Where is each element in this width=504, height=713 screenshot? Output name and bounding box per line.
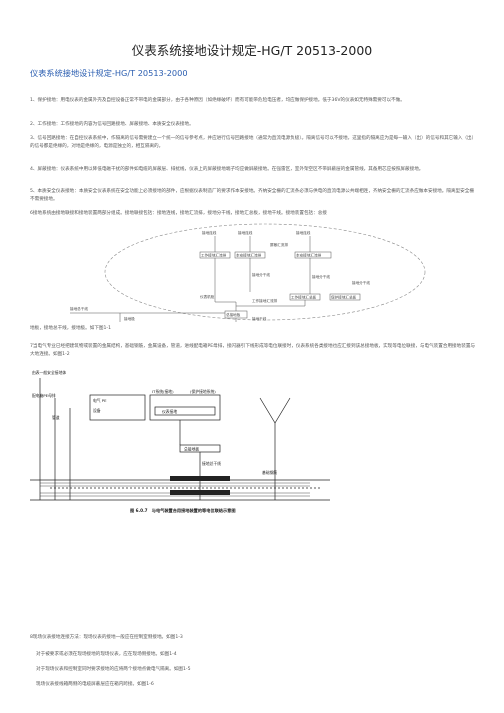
fig2-label-pe: 配电箱PE母排 xyxy=(32,393,56,398)
grounding-system-diagram: 接地连线 接地连线 接地连线 屏蔽汇流排 工作接地汇流排 本安接地汇流排 本安接… xyxy=(70,223,426,322)
fig2-label-pipe: 管道 xyxy=(52,415,60,420)
fig1-label-main-plate: 总接地板 xyxy=(226,312,241,317)
fig2-label-it: IT系统(接地) xyxy=(152,389,174,394)
fig2-label-main: 总接地板 xyxy=(184,447,199,452)
fig1-label-shield-bar: 屏蔽汇流排 xyxy=(270,242,288,247)
fig1-label-branch3: 接地分干线 xyxy=(352,280,370,285)
list-item-4: 现场仪表接线箱两侧的电缆屏蔽层应在箱内跨接。如图1-6 xyxy=(36,682,154,687)
list-item-1: 8现场仪表接地连接方法：现场仪表的接地一般应在控制室侧接地。如图1-3 xyxy=(30,635,183,640)
fig1-label-work-bar2: 工作接地汇流排 xyxy=(252,298,278,303)
paragraph-5: 5、本质安全仪表接地：本质安全仪表系统在安全功能上必须接地的部件，应根据仪表制造… xyxy=(30,189,474,203)
fig2-label-eq: 设备 xyxy=(93,408,101,413)
paragraph-6: 6接地系统由接地联接和接地装置两部分组成。接地联接包括：接地连线，接地汇流排，接… xyxy=(30,211,327,216)
fig1-label-work-bar: 工作接地汇流排 xyxy=(201,253,227,258)
paragraph-6-cont: 地板，接地总干线，接地极。如下图1-1 xyxy=(30,326,112,331)
fig1-label-branch1: 接地分干线 xyxy=(252,272,270,277)
fig1-label-main-trunk: 接地干线 xyxy=(252,316,267,321)
fig1-label-protect-plate: 保护接地汇总板 xyxy=(331,295,357,300)
paragraph-3: 3、信号回路接地：在自控仪表系统中，作隔离的信号需要建立一个统一的信号参考点，并… xyxy=(30,136,477,150)
fig1-label-ground-trunk: 接地总干线 xyxy=(70,306,88,311)
fig1-label-wire3: 接地连线 xyxy=(296,230,311,235)
fig2-label-legend: 由表一般安全接地体 xyxy=(32,370,66,375)
fig1-label-wire2: 接地连线 xyxy=(238,230,253,235)
paragraph-1: 1、保护接地：用电仪表的金属外壳及自控设备正常不带电的金属部分，由于各种原因（如… xyxy=(30,98,405,103)
fig1-label-is-bar2: 本安接地汇流排 xyxy=(296,253,322,258)
fig1-label-cabinet: 仪表机柜 xyxy=(200,294,215,299)
fig1-label-is-bar1: 本安接地汇流排 xyxy=(236,253,262,258)
fig2-label-rebar: 基础钢筋 xyxy=(262,470,277,475)
page-title: 仪表系统接地设计规定-HG/T 20513-2000 xyxy=(131,43,373,58)
fig1-label-branch2: 接地分干线 xyxy=(312,274,330,279)
fig1-label-wire1: 接地连线 xyxy=(202,230,217,235)
fig2-label-meter: 仪表接地 xyxy=(162,409,177,414)
list-item-2: 对于被要求或必须在现场接地的现场仪表，应在现场侧接地。如图1-4 xyxy=(36,652,177,657)
fig1-label-electrode: 接地极 xyxy=(124,316,135,321)
fig2-caption: 图 6.0.7 与电气装置合用接地装置的等电位联结示意图 xyxy=(130,507,236,514)
section-heading: 仪表系统接地设计规定-HG/T 20513-2000 xyxy=(30,68,188,78)
paragraph-4: 4、屏蔽接地：仪表系统中用以降低电磁干扰的部件如电缆的屏蔽层、排扰线，仪表上的屏… xyxy=(30,167,424,172)
fig1-label-work-plate: 工作接地汇总板 xyxy=(291,295,317,300)
list-item-3: 对于现场仪表和控制室同时要求接地的应将两个接地点做电气隔离。如图1-5 xyxy=(36,667,191,672)
fig2-label-power: 电气 PE xyxy=(93,398,107,403)
paragraph-7: 7当电气专业已经把建筑物或装置的金属结构，基础钢筋，金属设备，管道，进线配电箱P… xyxy=(30,344,476,358)
paragraph-2: 2、工作接地：工作接地的内容为信号回路接地、屏蔽接地、本质安全仪表接地。 xyxy=(30,122,194,127)
equipotential-bonding-diagram: 由表一般安全接地体 配电箱PE母排 管道 电气 PE 设备 IT系统(接地) (… xyxy=(30,370,330,514)
fig2-label-lp: (保护接地系统) xyxy=(190,389,216,394)
fig2-label-trunk: 接地总干线 xyxy=(202,461,221,466)
